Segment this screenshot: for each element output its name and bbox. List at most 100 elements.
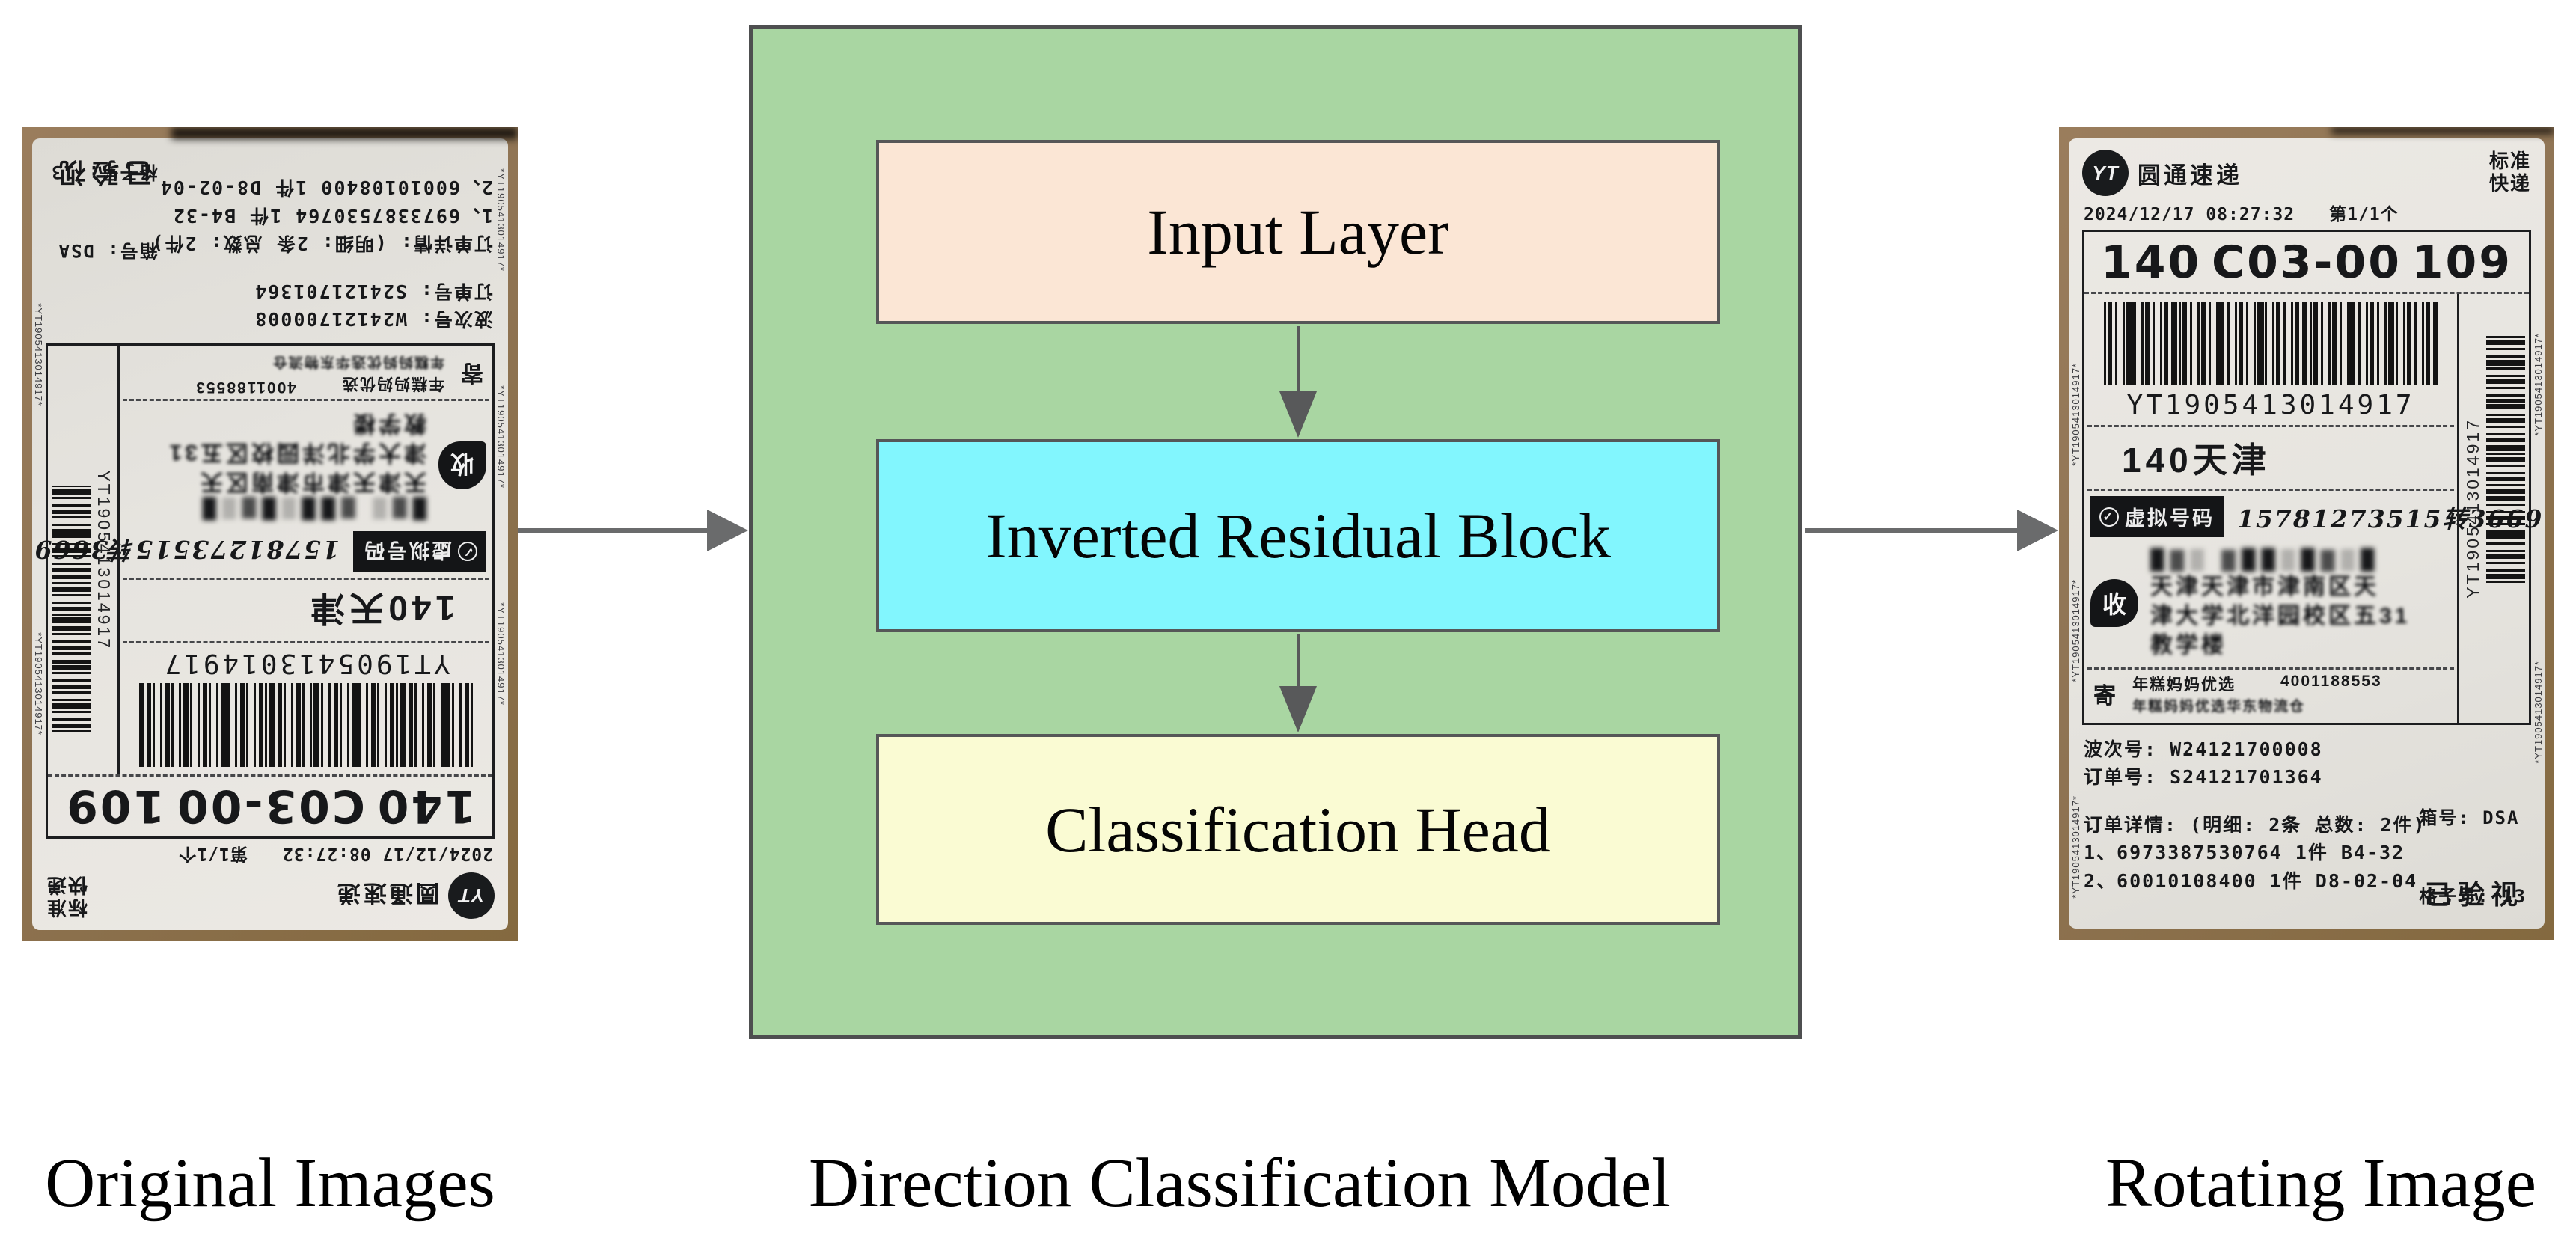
sender-name: 年糕妈妈优选	[341, 375, 444, 393]
shipping-label-upright: *YT1905413014917* *YT1905413014917* *YT1…	[2069, 138, 2545, 929]
label-edge-text-right: *YT1905413014917* *YT1905413014917*	[33, 303, 45, 735]
wave-number: 波次号: W24121700008	[254, 308, 493, 331]
order-number: 订单号: S24121701364	[254, 280, 493, 302]
sort-code-left: 140	[2101, 236, 2202, 289]
service-line1: 标准	[2488, 150, 2531, 173]
sender-phone: 4001188553	[2280, 672, 2382, 690]
label-edge-text-right: *YT1905413014917* *YT1905413014917*	[2532, 333, 2544, 764]
virtual-number-badge: ✓ 虚拟号码	[353, 531, 486, 572]
sort-code-right: 109	[2411, 236, 2512, 289]
label-table: 140 C03-00 109 YT1905413014917 140天津 ✓	[2082, 230, 2542, 725]
sender-block: 寄 年糕妈妈优选 4001188553 年糕妈妈优选华东物流仓	[120, 346, 492, 399]
virtual-badge-text: 虚拟号码	[2125, 507, 2215, 530]
dashed-divider	[123, 641, 489, 643]
page-count: 第1/1个	[2329, 205, 2399, 224]
print-dateline: 2024/12/17 08:27:32 第1/1个	[2082, 198, 2531, 228]
sender-icon: 寄	[461, 359, 483, 385]
service-line2: 快递	[46, 874, 88, 896]
destination-code: 140天津	[2122, 441, 2271, 480]
print-datetime: 2024/12/17 08:27:32	[281, 844, 493, 863]
edge-tracking-text: *YT1905413014917*	[2069, 363, 2081, 466]
receiver-address-line: 天津天津市津南区天	[198, 469, 426, 495]
label-side-column: YT1905413014917	[48, 346, 120, 774]
dashed-divider	[2087, 425, 2454, 427]
virtual-number-badge: ✓ 虚拟号码	[2090, 496, 2224, 537]
virtual-badge-text: 虚拟号码	[362, 539, 452, 561]
bin-info: 箱号: DSA 格子号: 13	[2419, 803, 2527, 908]
slot-number: 格子号: 13	[2419, 885, 2527, 907]
edge-tracking-text: *YT1905413014917*	[2532, 333, 2544, 436]
receiver-name-masked: █▓▒ ▓██▒█▓▒█	[2150, 548, 2381, 570]
caption-direction-classification-model: Direction Classification Model	[809, 1145, 1671, 1222]
receiver-block: 收 █▓▒ ▓██▒█▓▒█ 天津天津市津南区天 津大学北洋园校区五31 教学楼	[120, 401, 492, 526]
service-type: 标准 快递	[2489, 150, 2531, 195]
order-item: 2、60010108400 1件 D8-02-04	[2084, 869, 2418, 892]
label-edge-text-left: *YT1905413014917* *YT1905413014917* *YT1…	[495, 168, 507, 706]
sender-phone: 4001188553	[195, 379, 296, 397]
sort-code-mid: C03-00	[175, 780, 365, 832]
box-number: 箱号: DSA	[2419, 807, 2520, 828]
sort-code-mid: C03-00	[2212, 236, 2402, 289]
original-image-photo: *YT1905413014917* *YT1905413014917* *YT1…	[22, 127, 518, 941]
sort-code-row: 140 C03-00 109	[48, 774, 492, 836]
edge-tracking-text: *YT1905413014917*	[2069, 795, 2081, 899]
arrow-left-line	[518, 528, 711, 533]
side-tracking-number: YT1905413014917	[94, 470, 114, 650]
shield-check-icon: ✓	[2099, 507, 2119, 527]
sender-block: 寄 年糕妈妈优选 4001188553 年糕妈妈优选华东物流仓	[2084, 670, 2457, 723]
receiver-address: █▓▒ ▓██▒█▓▒█ 天津天津市津南区天 津大学北洋园校区五31 教学楼	[167, 409, 426, 521]
receiver-address-line: 津大学北洋园校区五31	[166, 440, 426, 465]
virtual-number-row: ✓ 虚拟号码 15781273515转3669	[34, 526, 492, 578]
order-item: 1、6973387530764 1件 B4-32	[2084, 842, 2405, 864]
receiver-address-line: 教学楼	[2150, 632, 2227, 658]
caption-original-images: Original Images	[45, 1145, 495, 1222]
arrow-model-1-line	[1297, 326, 1300, 401]
print-dateline: 2024/12/17 08:27:32 第1/1个	[46, 840, 495, 870]
destination-code: 140天津	[306, 589, 455, 628]
order-number: 订单号: S24121701364	[2084, 766, 2323, 789]
input-layer-box: Input Layer	[876, 140, 1720, 324]
print-datetime: 2024/12/17 08:27:32	[2084, 205, 2295, 224]
receiver-name-masked: █▓▒ ▓██▒█▓▒█	[196, 498, 426, 521]
sender-icon: 寄	[2093, 684, 2116, 709]
side-tracking-number: YT1905413014917	[2463, 418, 2482, 599]
main-barcode	[2104, 302, 2438, 385]
yto-logo-icon: YT	[448, 872, 495, 919]
sender-line2: 年糕妈妈优选华东物流仓	[271, 354, 444, 370]
label-header: YT 圆通速递 标准 快递	[2082, 143, 2531, 198]
side-barcode	[2486, 336, 2525, 583]
edge-tracking-text: *YT1905413014917*	[33, 303, 45, 406]
edge-tracking-text: *YT1905413014917*	[33, 632, 45, 735]
arrow-left-head-icon	[707, 510, 748, 551]
arrow-model-2-line	[1297, 634, 1300, 705]
receiver-address-line: 天津天津市津南区天	[2150, 574, 2379, 599]
arrow-right-head-icon	[2017, 510, 2058, 551]
yto-logo-icon: YT	[2082, 150, 2129, 196]
tracking-number: YT1905413014917	[2126, 390, 2415, 420]
classification-head-box: Classification Head	[876, 734, 1720, 925]
inverted-residual-block-box: Inverted Residual Block	[876, 439, 1720, 632]
brand-name: 圆通速递	[334, 880, 439, 907]
label-table: 140 C03-00 109 YT1905413014917 140天津 ✓	[34, 343, 495, 839]
arrow-right-line	[1805, 528, 2020, 533]
order-info: 波次号: W24121700008 订单号: S24121701364 订单详情…	[2084, 735, 2530, 896]
edge-tracking-text: *YT1905413014917*	[495, 602, 507, 706]
receiver-address-line: 教学楼	[350, 411, 426, 436]
yto-logo-text: YT	[2092, 161, 2119, 184]
sort-code-row: 140 C03-00 109	[2084, 232, 2529, 294]
dashed-divider	[123, 578, 489, 580]
edge-tracking-text: *YT1905413014917*	[495, 168, 507, 272]
service-type: 标准 快递	[46, 873, 88, 919]
receiver-address-line: 津大学北洋园校区五31	[2150, 603, 2411, 628]
edge-tracking-text: *YT1905413014917*	[2532, 661, 2544, 764]
arrow-model-2-head-icon	[1279, 686, 1317, 732]
caption-rotating-image: Rotating Image	[2105, 1145, 2536, 1222]
edge-tracking-text: *YT1905413014917*	[495, 385, 507, 489]
virtual-number-row: ✓ 虚拟号码 15781273515转3669	[2084, 491, 2542, 542]
sender-name: 年糕妈妈优选	[2132, 676, 2236, 694]
inverted-residual-block-label: Inverted Residual Block	[985, 500, 1611, 572]
input-layer-label: Input Layer	[1147, 196, 1449, 268]
receiver-icon: 收	[2090, 579, 2138, 628]
label-details: 波次号: W24121700008 订单号: S24121701364 订单详情…	[2082, 725, 2531, 921]
